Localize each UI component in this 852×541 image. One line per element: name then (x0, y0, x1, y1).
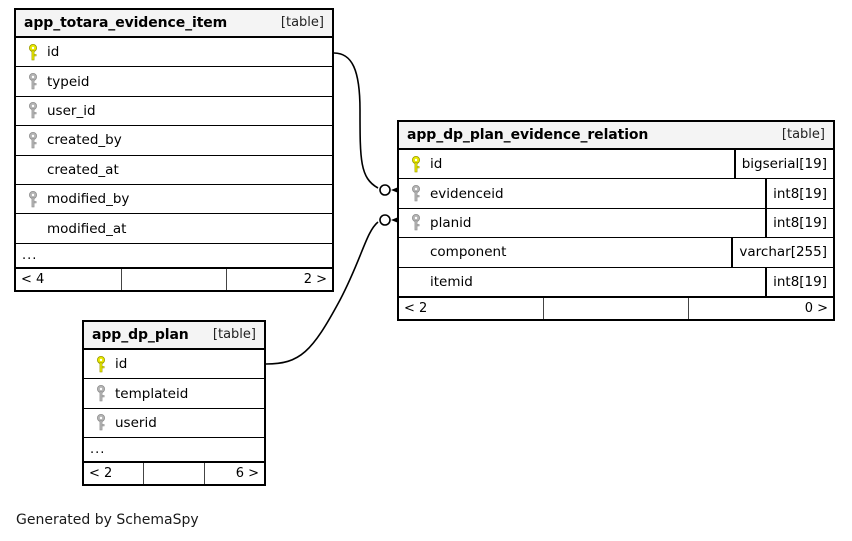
footer-parents-count[interactable]: < 2 (89, 466, 113, 482)
table-title: app_dp_plan (92, 326, 189, 343)
column-name: itemid (430, 273, 473, 290)
table-footer: < 2 0 > (399, 296, 833, 319)
foreign-key-icon (23, 131, 43, 149)
table-row[interactable]: itemid int8[19] (399, 267, 833, 297)
column-cell: user_id (16, 97, 332, 125)
footer-children-count[interactable]: 0 > (688, 297, 833, 319)
column-name: planid (430, 214, 472, 231)
column-cell: modified_at (16, 214, 332, 242)
column-cell: typeid (16, 67, 332, 95)
table-row[interactable]: id bigserial[19] (399, 150, 833, 180)
column-name: modified_by (47, 191, 130, 208)
foreign-key-icon (23, 190, 43, 208)
table-row[interactable]: created_at (16, 156, 332, 185)
table-header: app_dp_plan [table] (84, 322, 264, 350)
table-row[interactable]: evidenceid int8[19] (399, 179, 833, 209)
table-header: app_dp_plan_evidence_relation [table] (399, 122, 833, 150)
foreign-key-icon (23, 73, 43, 90)
more-columns-indicator: ... (84, 438, 264, 463)
column-name: component (430, 244, 507, 261)
table-row[interactable]: modified_by (16, 185, 332, 215)
table-type-tag: [table] (280, 15, 324, 30)
table-row[interactable]: templateid (84, 379, 264, 409)
column-name: evidenceid (430, 185, 504, 202)
column-name: created_by (47, 132, 122, 149)
table-node-app-totara-evidence-item[interactable]: app_totara_evidence_item [table] id (14, 8, 334, 292)
column-type: bigserial[19] (733, 150, 833, 179)
column-name: userid (115, 414, 157, 431)
foreign-key-icon (23, 102, 43, 119)
column-cell: userid (84, 409, 264, 437)
table-footer: < 4 2 > (16, 267, 332, 290)
table-row[interactable]: userid (84, 409, 264, 439)
primary-key-icon (23, 43, 43, 61)
table-node-app-dp-plan[interactable]: app_dp_plan [table] id (82, 320, 266, 487)
table-row[interactable]: created_by (16, 126, 332, 156)
table-row[interactable]: modified_at (16, 214, 332, 244)
table-type-tag: [table] (781, 127, 825, 142)
footer-middle (120, 268, 227, 290)
foreign-key-icon (406, 185, 426, 202)
column-cell: created_by (16, 126, 332, 154)
primary-key-icon (406, 155, 426, 173)
table-footer: < 2 6 > (84, 462, 264, 485)
table-type-tag: [table] (212, 327, 256, 342)
column-name: id (47, 44, 60, 61)
column-cell: planid (399, 209, 765, 237)
column-type: int8[19] (765, 267, 833, 296)
primary-key-icon (91, 355, 111, 373)
table-row[interactable]: planid int8[19] (399, 208, 833, 239)
more-columns-indicator: ... (16, 244, 332, 268)
footer-children-count[interactable]: 6 > (203, 463, 264, 485)
foreign-key-icon (406, 214, 426, 231)
column-cell: id (16, 38, 332, 66)
column-cell: id (84, 350, 264, 378)
column-name: templateid (115, 385, 189, 402)
column-type: int8[19] (765, 208, 833, 238)
column-cell: evidenceid (399, 179, 765, 207)
table-title: app_totara_evidence_item (24, 14, 228, 31)
footer-parents-count[interactable]: < 2 (404, 300, 428, 316)
footer-middle (143, 463, 203, 485)
footer-parents-count[interactable]: < 4 (21, 271, 45, 287)
foreign-key-icon (91, 414, 111, 431)
table-row[interactable]: id (16, 38, 332, 68)
table-header: app_totara_evidence_item [table] (16, 10, 332, 38)
generated-by-caption: Generated by SchemaSpy (16, 512, 199, 528)
footer-children-count[interactable]: 2 > (226, 268, 332, 290)
column-name: id (115, 356, 128, 373)
column-cell: modified_by (16, 185, 332, 213)
table-row[interactable]: user_id (16, 97, 332, 127)
footer-middle (543, 297, 688, 319)
column-type: int8[19] (765, 179, 833, 208)
table-node-app-dp-plan-evidence-relation[interactable]: app_dp_plan_evidence_relation [table] id… (397, 120, 835, 321)
column-cell: component (399, 238, 731, 266)
table-row[interactable]: id (84, 350, 264, 380)
column-name: user_id (47, 102, 96, 119)
column-name: typeid (47, 73, 90, 90)
column-type: varchar[255] (731, 238, 833, 267)
table-title: app_dp_plan_evidence_relation (407, 126, 649, 143)
column-cell: created_at (16, 156, 332, 184)
table-row[interactable]: component varchar[255] (399, 238, 833, 268)
column-name: created_at (47, 161, 119, 178)
column-name: modified_at (47, 220, 127, 237)
column-cell: id (399, 150, 734, 178)
column-cell: templateid (84, 379, 264, 407)
column-name: id (430, 156, 443, 173)
column-cell: itemid (399, 268, 765, 296)
table-row[interactable]: typeid (16, 67, 332, 97)
foreign-key-icon (91, 385, 111, 402)
